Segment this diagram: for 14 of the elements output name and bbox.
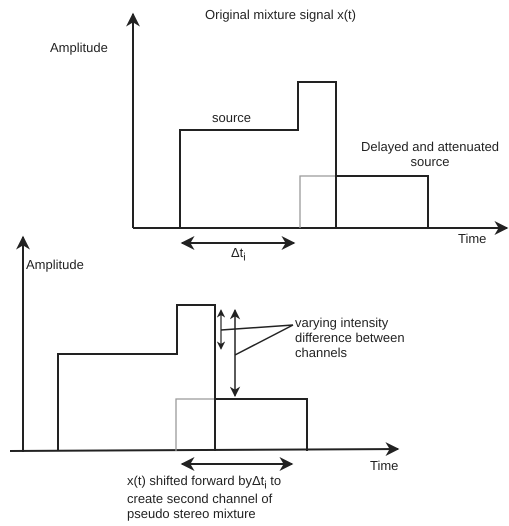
- signal-label: Delayed and attenuated source: [360, 140, 500, 170]
- chart-title: Original mixture signal x(t): [205, 8, 356, 23]
- caption-text: x(t) shifted forward byΔt$_{i}$ to create second channel of pseudo stereo mixture: [127, 474, 282, 522]
- axis-label: Time: [458, 232, 486, 247]
- dimension-arrow: [216, 309, 226, 350]
- leader-line: [234, 324, 294, 356]
- leader-line: [220, 324, 294, 331]
- annotation-text: varying intensity difference between channels: [295, 316, 430, 361]
- dimension-label: Δt$_{i}$: [231, 246, 246, 264]
- dimension-arrow: [230, 308, 240, 398]
- signal-label: source: [212, 111, 252, 126]
- axis-label: Amplitude: [50, 41, 108, 56]
- axis-label: Amplitude: [26, 258, 84, 273]
- axis-label: Time: [370, 459, 398, 474]
